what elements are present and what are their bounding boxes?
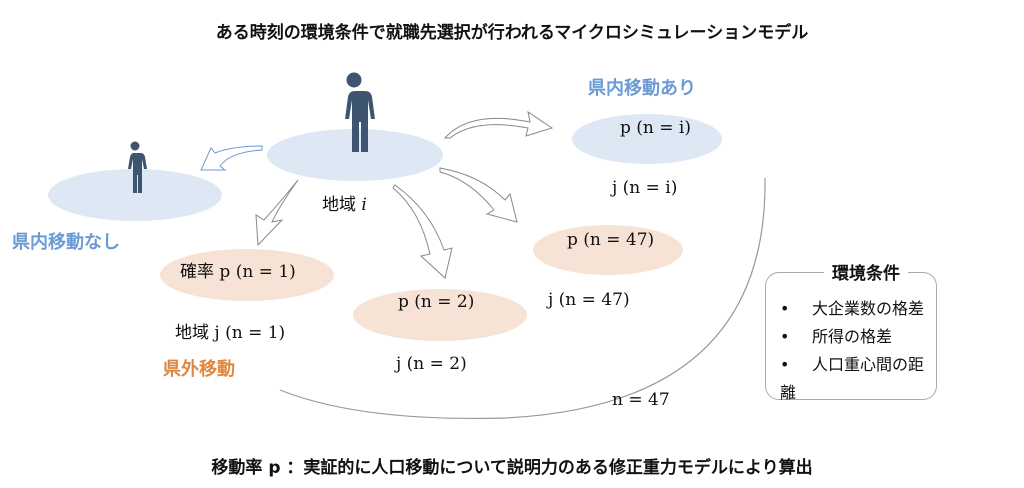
p-n-1: p (n = 1) bbox=[219, 262, 296, 282]
conditions-box: 環境条件 大企業数の格差 所得の格差 人口重心間の距離 bbox=[765, 259, 937, 402]
condition-item: 人口重心間の距離 bbox=[780, 351, 936, 407]
conditions-title: 環境条件 bbox=[824, 259, 908, 284]
p-n-2: p (n = 2) bbox=[398, 292, 475, 312]
j-n-1-label: 地域 j (n = 1) bbox=[175, 318, 285, 343]
label-outside-move: 県外移動 bbox=[163, 359, 235, 380]
j-n-1: j (n = 1) bbox=[214, 323, 286, 343]
person-icon-large bbox=[343, 72, 375, 152]
region-prefix: 地域 bbox=[322, 195, 356, 215]
arrow-to-n1 bbox=[255, 179, 299, 247]
label-no-move: 県内移動なし bbox=[12, 232, 120, 253]
p-n-i: p (n = i) bbox=[620, 118, 691, 138]
ellipse-n2 bbox=[353, 289, 527, 341]
condition-item: 所得の格差 bbox=[780, 323, 936, 351]
prob-prefix: 確率 bbox=[180, 262, 214, 282]
p-n-1-label: 確率 p (n = 1) bbox=[180, 257, 296, 282]
arrow-to-within bbox=[443, 110, 554, 139]
j-n-i: j (n = i) bbox=[612, 178, 678, 198]
footer-note: 移動率 p ：実証的に人口移動について説明力のある修正重力モデルにより算出 bbox=[211, 458, 813, 478]
ellipse-n1 bbox=[160, 249, 334, 301]
label-within-move: 県内移動あり bbox=[588, 78, 696, 99]
ellipse-n47 bbox=[533, 225, 683, 275]
p-n-47: p (n = 47) bbox=[567, 230, 655, 250]
condition-item: 大企業数の格差 bbox=[780, 295, 936, 323]
arrow-to-n2 bbox=[392, 184, 453, 279]
diagram-title: ある時刻の環境条件で就職先選択が行われるマイクロシミュレーションモデル bbox=[215, 23, 809, 43]
region-var: i bbox=[361, 195, 367, 215]
within-move-ellipse bbox=[572, 114, 722, 164]
region-j-prefix: 地域 bbox=[175, 323, 209, 343]
n-total: n = 47 bbox=[612, 390, 670, 410]
person-icon-small bbox=[128, 141, 147, 193]
arrow-to-no-move bbox=[200, 145, 263, 171]
j-n-47: j (n = 47) bbox=[548, 290, 630, 310]
set-boundary-arc bbox=[279, 177, 766, 420]
region-i-label: 地域 i bbox=[322, 190, 367, 215]
conditions-list: 大企業数の格差 所得の格差 人口重心間の距離 bbox=[780, 295, 936, 407]
arrow-to-n47 bbox=[439, 167, 518, 223]
j-n-2: j (n = 2) bbox=[396, 354, 467, 374]
